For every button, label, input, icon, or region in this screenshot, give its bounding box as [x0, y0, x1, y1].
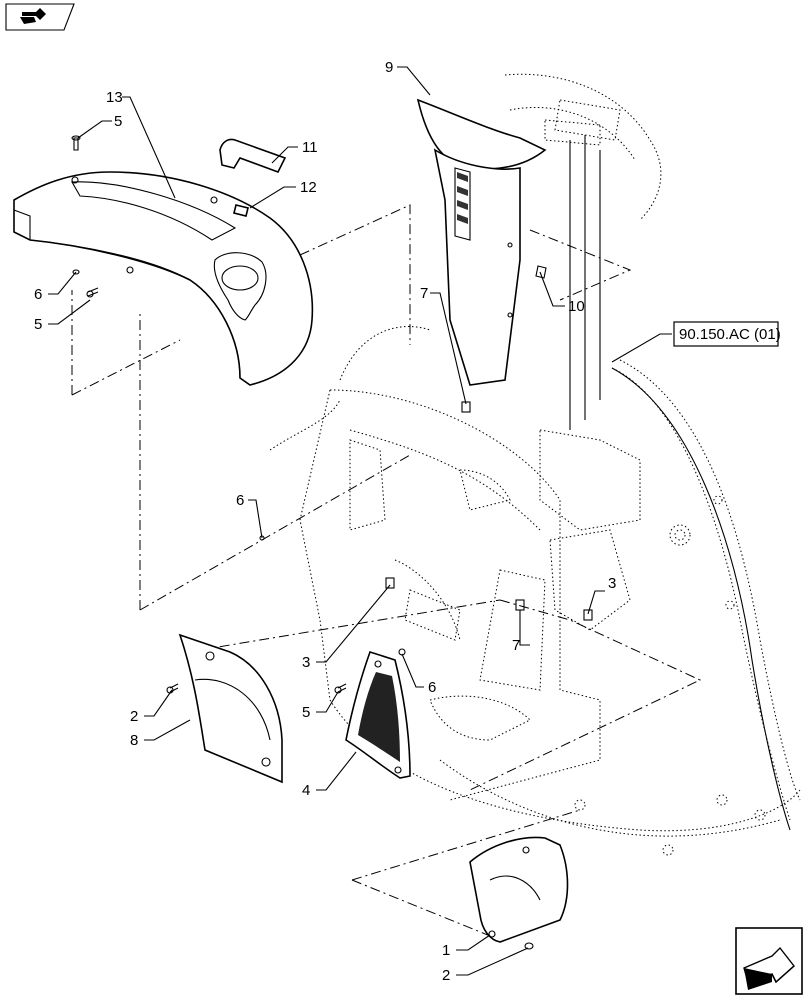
part-12-clip[interactable] — [233, 204, 249, 217]
callout-6-low: 6 — [428, 679, 436, 696]
part-7-nut-lower[interactable] — [515, 599, 525, 611]
callout-7-lower: 7 — [512, 637, 520, 654]
part-13-console-cover[interactable] — [13, 171, 314, 386]
callout-8: 8 — [130, 732, 138, 749]
book-pointer-icon[interactable] — [5, 3, 75, 31]
screw-5-mid[interactable] — [86, 287, 99, 298]
callout-5-mid: 5 — [34, 316, 42, 333]
leader-lines — [48, 66, 672, 976]
next-page-arrow-icon[interactable] — [735, 927, 803, 995]
callout-2-low: 2 — [442, 967, 450, 984]
screw-2-low[interactable] — [524, 942, 534, 950]
callout-6-top: 6 — [34, 286, 42, 303]
screw-2-left[interactable] — [166, 683, 179, 694]
callout-9: 9 — [385, 59, 393, 76]
part-1-lower-cover[interactable] — [469, 836, 569, 943]
callout-3-left: 3 — [302, 654, 310, 671]
callout-6-mid: 6 — [236, 492, 244, 509]
cab-structure — [269, 73, 801, 856]
part-9-pillar-trim[interactable] — [416, 98, 547, 386]
part-3-clip-left[interactable] — [385, 577, 395, 589]
reference-box[interactable]: 90.150.AC (01) — [673, 321, 781, 347]
callout-5-top: 5 — [114, 113, 122, 130]
callout-2-left: 2 — [130, 708, 138, 725]
callout-4: 4 — [302, 782, 310, 799]
callout-13: 13 — [106, 89, 123, 106]
callout-11: 11 — [302, 139, 318, 156]
washer-6-top[interactable] — [72, 269, 80, 275]
part-8-side-panel[interactable] — [178, 633, 283, 784]
callout-labels: 13 5 11 12 6 5 9 10 7 6 3 7 3 6 2 5 8 4 … — [34, 59, 616, 984]
callout-10: 10 — [568, 298, 585, 315]
part-4-grille-panel[interactable] — [345, 651, 411, 779]
callout-12: 12 — [300, 179, 317, 196]
part-3-clip-right[interactable] — [583, 609, 593, 621]
screw-5-low[interactable] — [334, 683, 347, 694]
callout-1: 1 — [442, 942, 450, 959]
assembly-lines — [71, 204, 702, 941]
screw-5-top[interactable] — [71, 135, 81, 151]
part-11-handle[interactable] — [219, 138, 287, 173]
part-10-screw[interactable] — [535, 265, 547, 279]
callout-7-upper: 7 — [420, 285, 428, 302]
callout-5-low: 5 — [302, 704, 310, 721]
reference-box-label: 90.150.AC (01) — [679, 326, 781, 343]
callout-3-right: 3 — [608, 575, 616, 592]
